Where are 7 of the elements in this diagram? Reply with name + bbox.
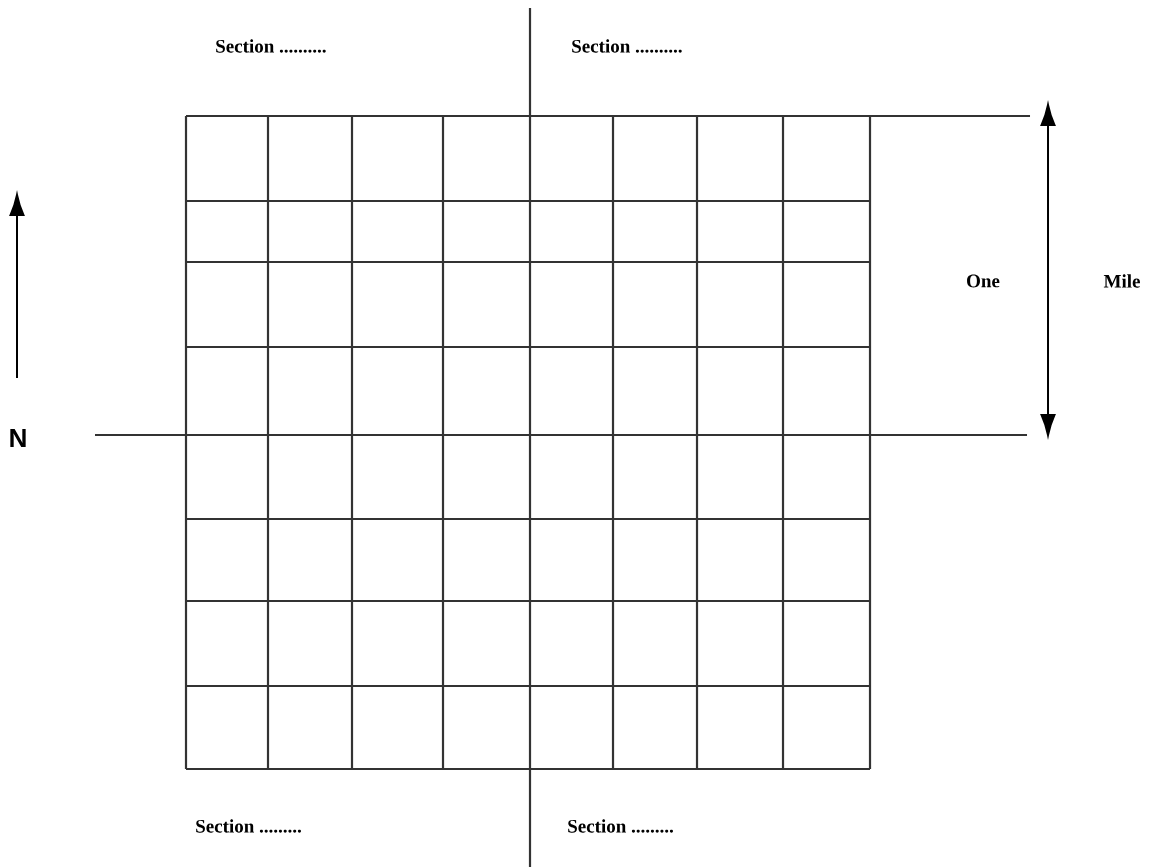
section-label: Section ......... [568,819,673,833]
north-label: N [10,429,26,447]
section-label: Section ......... [196,819,301,833]
section-label: Section .......... [572,39,682,53]
section-label: Section .......... [216,39,326,53]
scale-label: Mile [1103,274,1140,288]
scale-label: One [967,274,1000,288]
